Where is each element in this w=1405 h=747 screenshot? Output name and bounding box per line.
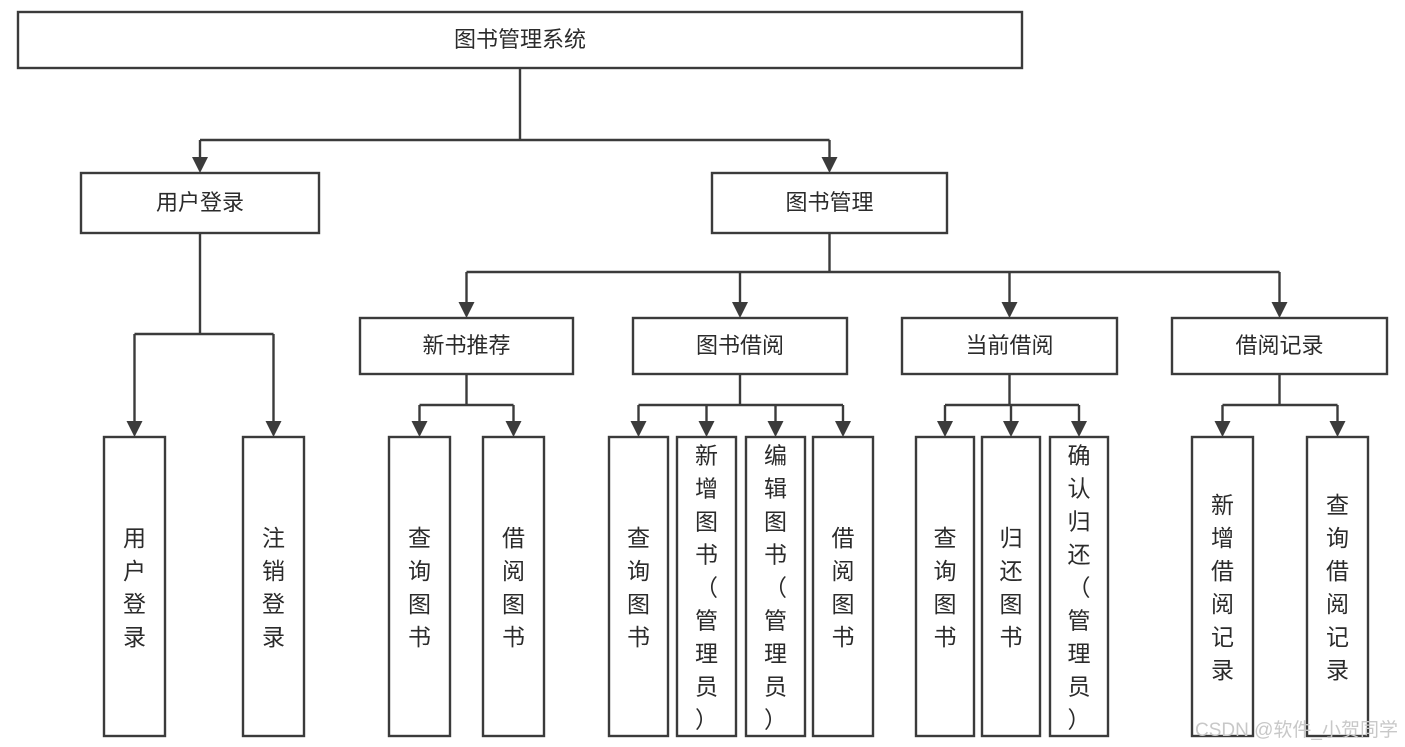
node-label-leaf-edit-book: 编辑图书（管理员）: [764, 443, 787, 733]
arrow-head-icon: [265, 421, 282, 437]
node-box-book-borrow: [631, 316, 849, 376]
node-label-current-borrow: 当前借阅: [965, 333, 1053, 358]
node-label-leaf-confirm-return: 确认归还（管理员）: [1068, 443, 1091, 733]
node-leaf-query-book-current[interactable]: 查询图书: [914, 435, 976, 738]
node-box-leaf-add-borrow-record: [1190, 435, 1255, 738]
arrow-head-icon: [458, 302, 475, 318]
node-box-root: [16, 10, 1024, 70]
node-label-leaf-query-book-current: 查询图书: [934, 525, 957, 650]
node-leaf-query-book-borrow[interactable]: 查询图书: [607, 435, 670, 738]
node-label-leaf-query-book-recommend: 查询图书: [408, 525, 431, 650]
node-leaf-edit-book[interactable]: 编辑图书（管理员）: [744, 435, 807, 738]
node-label-leaf-user-login: 用户登录: [123, 525, 146, 650]
arrow-head-icon: [821, 157, 838, 173]
node-label-leaf-logout: 注销登录: [262, 525, 285, 650]
arrow-head-icon: [505, 421, 522, 437]
arrow-head-icon: [835, 421, 851, 437]
node-label-borrow-record: 借阅记录: [1235, 333, 1323, 358]
node-label-leaf-query-book-borrow: 查询图书: [627, 525, 650, 650]
arrow-head-icon: [1271, 302, 1288, 318]
node-box-leaf-edit-book: [744, 435, 807, 738]
node-leaf-add-borrow-record[interactable]: 新增借阅记录: [1190, 435, 1255, 738]
node-box-leaf-query-borrow-record: [1305, 435, 1370, 738]
node-box-leaf-user-login: [102, 435, 167, 738]
node-label-new-book-recommend: 新书推荐: [422, 333, 510, 358]
node-leaf-borrow-book-recommend[interactable]: 借阅图书: [481, 435, 546, 738]
node-current-borrow[interactable]: 当前借阅: [900, 316, 1119, 376]
arrow-head-icon: [1214, 421, 1231, 437]
arrow-head-icon: [767, 421, 784, 437]
node-leaf-return-book[interactable]: 归还图书: [980, 435, 1042, 738]
node-leaf-query-borrow-record[interactable]: 查询借阅记录: [1305, 435, 1370, 738]
node-box-user-login: [79, 171, 321, 235]
arrow-head-icon: [1071, 421, 1087, 437]
arrow-head-icon: [1329, 421, 1346, 437]
node-leaf-user-login[interactable]: 用户登录: [102, 435, 167, 738]
node-label-book-management: 图书管理: [785, 190, 873, 215]
connector-layer: [126, 68, 1346, 437]
node-label-leaf-return-book: 归还图书: [1000, 525, 1023, 650]
csdn-watermark: CSDN @软件_小贺同学: [1195, 719, 1398, 741]
node-label-root: 图书管理系统: [454, 27, 586, 52]
node-leaf-query-book-recommend[interactable]: 查询图书: [387, 435, 452, 738]
node-leaf-add-book[interactable]: 新增图书（管理员）: [675, 435, 738, 738]
arrow-head-icon: [192, 157, 208, 173]
node-leaf-borrow-book[interactable]: 借阅图书: [811, 435, 875, 738]
node-book-management[interactable]: 图书管理: [710, 171, 949, 235]
node-box-leaf-add-book: [675, 435, 738, 738]
node-box-leaf-query-book-recommend: [387, 435, 452, 738]
node-box-current-borrow: [900, 316, 1119, 376]
node-label-book-borrow: 图书借阅: [696, 333, 784, 358]
arrow-head-icon: [1001, 302, 1018, 318]
node-user-login[interactable]: 用户登录: [79, 171, 321, 235]
node-box-leaf-confirm-return: [1048, 435, 1110, 738]
node-label-user-login: 用户登录: [156, 190, 244, 215]
node-book-borrow[interactable]: 图书借阅: [631, 316, 849, 376]
arrow-head-icon: [937, 421, 953, 437]
node-box-leaf-logout: [241, 435, 306, 738]
node-leaf-logout[interactable]: 注销登录: [241, 435, 306, 738]
node-box-leaf-borrow-book-recommend: [481, 435, 546, 738]
node-label-leaf-add-book: 新增图书（管理员）: [695, 443, 718, 733]
arrow-head-icon: [630, 421, 647, 437]
node-box-leaf-query-book-current: [914, 435, 976, 738]
node-borrow-record[interactable]: 借阅记录: [1170, 316, 1389, 376]
node-box-book-management: [710, 171, 949, 235]
node-label-leaf-borrow-book: 借阅图书: [832, 525, 855, 650]
node-label-leaf-query-borrow-record: 查询借阅记录: [1326, 492, 1349, 683]
node-label-leaf-add-borrow-record: 新增借阅记录: [1211, 492, 1234, 683]
node-box-new-book-recommend: [358, 316, 575, 376]
arrow-head-icon: [411, 421, 428, 437]
arrow-head-icon: [1003, 421, 1019, 437]
node-box-leaf-borrow-book: [811, 435, 875, 738]
node-layer: 图书管理系统用户登录图书管理新书推荐图书借阅当前借阅借阅记录用户登录注销登录查询…: [16, 10, 1389, 738]
node-box-leaf-query-book-borrow: [607, 435, 670, 738]
node-leaf-confirm-return[interactable]: 确认归还（管理员）: [1048, 435, 1110, 738]
arrow-head-icon: [126, 421, 143, 437]
arrow-head-icon: [698, 421, 715, 437]
node-root[interactable]: 图书管理系统: [16, 10, 1024, 70]
node-box-leaf-return-book: [980, 435, 1042, 738]
node-box-borrow-record: [1170, 316, 1389, 376]
arrow-head-icon: [732, 302, 748, 318]
node-new-book-recommend[interactable]: 新书推荐: [358, 316, 575, 376]
node-label-leaf-borrow-book-recommend: 借阅图书: [502, 525, 525, 650]
